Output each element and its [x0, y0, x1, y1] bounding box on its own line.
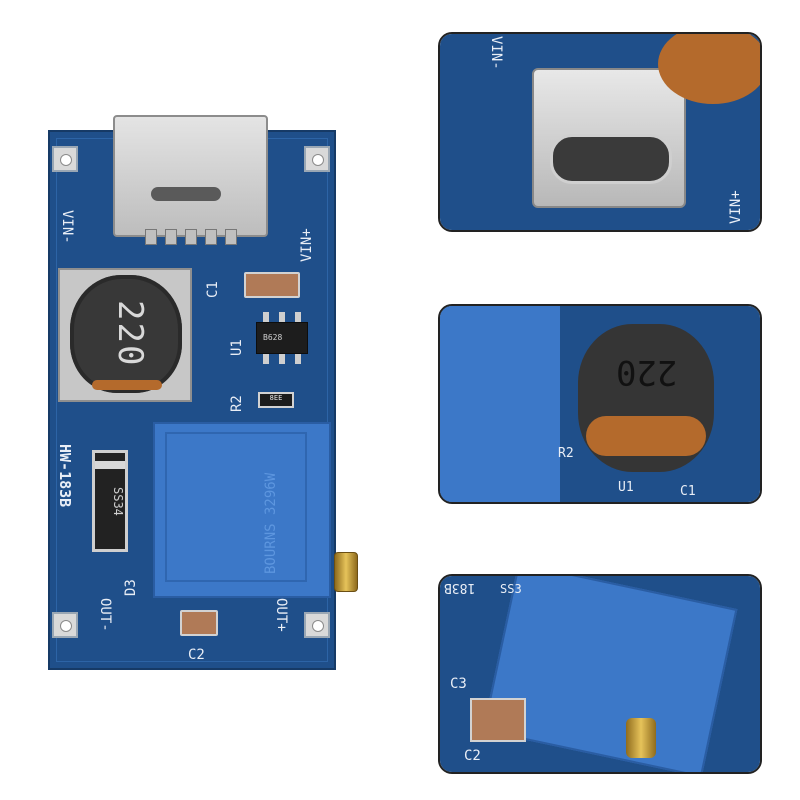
mount-hole-bottom-left: [52, 612, 78, 638]
potentiometer-closeup: [440, 306, 560, 502]
label-d3: D3: [123, 579, 139, 596]
model-label: HW-183B: [56, 444, 74, 508]
label-out-plus: OUT+: [273, 598, 289, 632]
trimmer-potentiometer: BOURNS 3296W: [153, 422, 331, 598]
panel2-inductor-marking: 220: [616, 352, 678, 392]
panel3-label-c2: C2: [464, 748, 481, 764]
detail-panel-potentiometer: 183B SS3 C3 C2: [438, 574, 762, 774]
diode-marking: SS34: [111, 487, 125, 516]
ic-pin: [279, 354, 285, 364]
panel1-label-vin-plus: VIN+: [728, 190, 744, 224]
usb-pin: [205, 229, 217, 245]
usb-pin: [225, 229, 237, 245]
adjust-screw: [334, 552, 358, 592]
ic-pin: [263, 312, 269, 322]
usb-c-port: [151, 187, 221, 201]
potentiometer-marking: BOURNS 3296W: [263, 472, 279, 574]
ic-u1-marking: B628: [263, 333, 283, 342]
coil-closeup: [586, 416, 706, 456]
label-c1: C1: [205, 281, 221, 298]
ic-pin: [263, 354, 269, 364]
inductor: [70, 275, 182, 393]
label-c2: C2: [188, 647, 205, 663]
capacitor-closeup: [470, 698, 526, 742]
capacitor-c1: [244, 272, 300, 298]
diode-band: [95, 461, 125, 469]
detail-panel-usb-c: VIN- VIN+: [438, 32, 762, 232]
label-vin-minus: VIN-: [59, 210, 75, 244]
label-u1: U1: [229, 339, 245, 356]
detail-panel-inductor: 220 R2 U1 C1: [438, 304, 762, 504]
ic-pin: [295, 354, 301, 364]
usb-c-port-closeup: [550, 134, 672, 184]
coil-closeup: [658, 34, 760, 104]
ic-u1: B628: [256, 312, 308, 364]
usb-pin: [165, 229, 177, 245]
usb-pin: [145, 229, 157, 245]
potentiometer-face: [165, 432, 307, 582]
usb-pin: [185, 229, 197, 245]
ic-pin: [295, 312, 301, 322]
resistor-r2-marking: 8EE: [269, 394, 283, 402]
panel2-label-u1: U1: [618, 480, 634, 495]
usb-c-connector: [113, 115, 268, 245]
label-r2: R2: [229, 395, 245, 412]
panel1-label-vin-minus: VIN-: [488, 36, 504, 70]
panel2-label-c1: C1: [680, 484, 696, 499]
capacitor-c2: [180, 610, 218, 636]
panel3-label-c3: C3: [450, 676, 467, 692]
inductor-marking: 220: [110, 300, 150, 368]
adjust-screw-closeup: [626, 718, 656, 758]
diode-d3: SS34: [92, 450, 128, 552]
ic-pin: [279, 312, 285, 322]
mount-hole-top-right: [304, 146, 330, 172]
label-out-minus: OUT-: [97, 598, 113, 632]
mount-hole-bottom-right: [304, 612, 330, 638]
label-vin-plus: VIN+: [299, 228, 315, 262]
inductor-coil: [92, 380, 162, 390]
panel3-model-label: 183B: [444, 580, 476, 595]
mount-hole-top-left: [52, 146, 78, 172]
panel2-label-r2: R2: [558, 446, 574, 461]
resistor-r2: 8EE: [258, 392, 294, 408]
panel3-diode-label: SS3: [500, 582, 522, 596]
